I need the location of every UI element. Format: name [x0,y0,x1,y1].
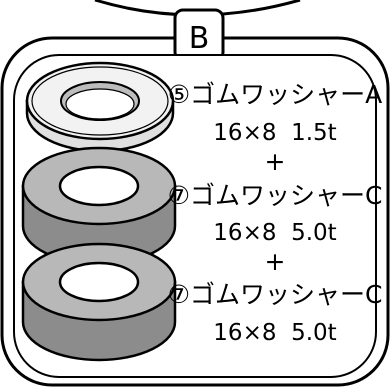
part-1-size: 16×8 1.5t [213,120,336,146]
plus-1: + [265,147,286,176]
plus-2: + [265,247,286,276]
panel-label: B [189,21,210,56]
part-3-name: ⑦ゴムワッシャーC [168,280,383,309]
part-1-name: ⑤ゴムワッシャーA [168,80,383,109]
washer-c-bottom [21,242,177,362]
part-3-size: 16×8 5.0t [213,320,336,346]
part-2-size: 16×8 5.0t [213,220,336,246]
washer-a [25,61,175,153]
washer-c-middle [21,146,177,266]
part-2-name: ⑦ゴムワッシャーC [168,181,383,210]
